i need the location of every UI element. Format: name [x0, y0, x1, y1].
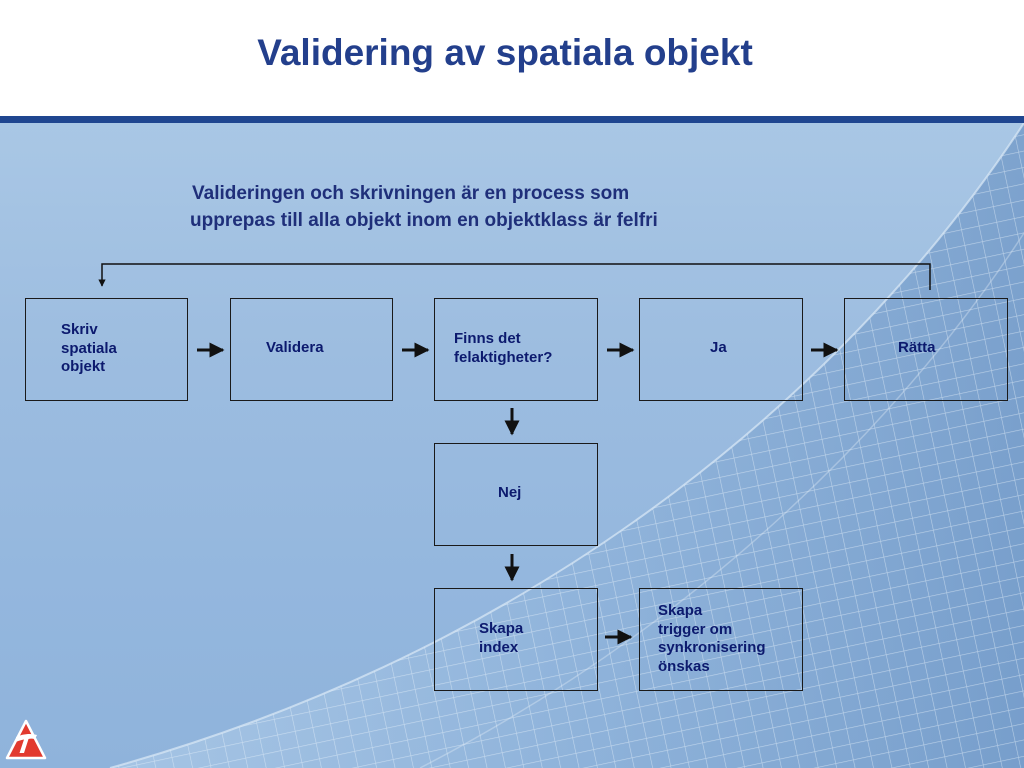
node-validate-label: Validera [266, 339, 324, 356]
node-write-objects-label: Skriv spatiala objekt [61, 321, 117, 375]
node-errors-question: Finns det felaktigheter? [434, 298, 598, 401]
node-create-index-label: Skapa index [479, 620, 524, 656]
node-yes-label: Ja [710, 339, 727, 356]
node-create-index: Skapa index [434, 588, 598, 691]
title-area: Validering av spatiala objekt [0, 0, 1024, 118]
node-create-trigger-label: Skapa trigger om synkronisering önskas [658, 602, 766, 675]
node-fix-label: Rätta [898, 339, 936, 356]
node-yes: Ja [639, 298, 803, 401]
slide-title: Validering av spatiala objekt [257, 32, 753, 73]
node-create-trigger: Skapa trigger om synkronisering önskas [639, 588, 803, 691]
node-no-label: Nej [498, 484, 522, 501]
t-logo-icon [5, 719, 47, 760]
node-errors-question-label: Finns det felaktigheter? [454, 330, 553, 366]
title-divider [0, 116, 1024, 123]
description-line-1: Valideringen och skrivningen är en proce… [192, 183, 630, 204]
node-write-objects: Skriv spatiala objekt [25, 298, 188, 401]
node-no: Nej [434, 443, 598, 546]
building-background [0, 123, 1024, 768]
loop-back-connector [98, 263, 931, 290]
process-description: Valideringen och skrivningen är en proce… [180, 180, 820, 234]
description-line-2: upprepas till alla objekt inom en objekt… [190, 210, 658, 231]
building-illustration [109, 123, 1024, 768]
node-validate: Validera [230, 298, 393, 401]
node-fix: Rätta [844, 298, 1008, 401]
